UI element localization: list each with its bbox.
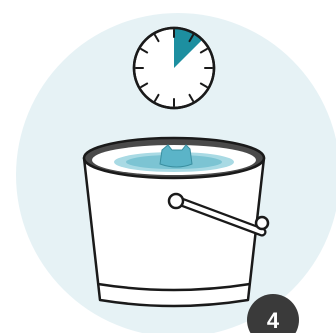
bucket-handle-pivot-right xyxy=(256,217,268,229)
bucket-body xyxy=(84,158,264,306)
step-badge-label: 4 xyxy=(267,308,280,333)
timer-icon xyxy=(134,28,214,108)
bucket-handle-pivot-left xyxy=(169,194,183,208)
bucket-icon xyxy=(84,138,268,306)
